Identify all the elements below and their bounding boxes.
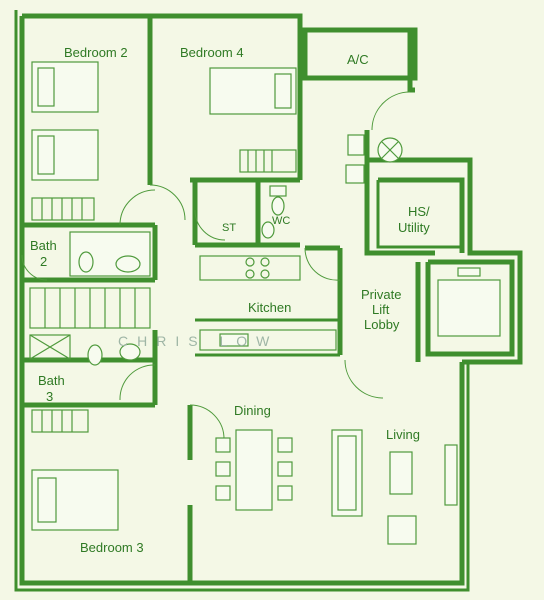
label-bath2-line1: Bath bbox=[30, 238, 57, 253]
label-ac: A/C bbox=[347, 52, 369, 67]
label-living: Living bbox=[386, 427, 420, 442]
label-bedroom-3: Bedroom 3 bbox=[80, 540, 144, 555]
bedroom4-bed bbox=[209, 67, 297, 173]
label-wc: WC bbox=[272, 215, 290, 227]
label-bath3-line2: 3 bbox=[46, 389, 53, 404]
wc-fixtures bbox=[261, 185, 287, 239]
label-bedroom-4: Bedroom 4 bbox=[180, 45, 244, 60]
label-bath2-line2: 2 bbox=[40, 254, 47, 269]
label-bath3-line1: Bath bbox=[38, 373, 65, 388]
label-bedroom-2: Bedroom 2 bbox=[64, 45, 128, 60]
label-private-lift-lobby-line3: Lobby bbox=[364, 317, 400, 332]
exterior-walls bbox=[14, 10, 523, 592]
kitchen-counters bbox=[199, 255, 337, 351]
label-st: ST bbox=[222, 222, 236, 234]
watermark: CHRIS LOW bbox=[118, 333, 278, 349]
label-hs-utility-line1: HS/ bbox=[408, 204, 430, 219]
bath2-fixtures bbox=[69, 231, 151, 277]
bedroom2-beds bbox=[31, 61, 99, 181]
label-dining: Dining bbox=[234, 403, 271, 418]
lift bbox=[437, 267, 501, 337]
wardrobe-bedroom2 bbox=[31, 197, 95, 221]
living-furniture bbox=[331, 429, 458, 545]
label-private-lift-lobby-line2: Lift bbox=[372, 302, 390, 317]
doors bbox=[21, 91, 411, 441]
label-private-lift-lobby-line1: Private bbox=[361, 287, 401, 302]
label-kitchen: Kitchen bbox=[248, 300, 291, 315]
dining-set bbox=[215, 429, 293, 511]
utility-fixtures bbox=[345, 134, 403, 184]
bath3-fixtures bbox=[29, 334, 141, 366]
stairs bbox=[29, 287, 151, 329]
bedroom3-bed bbox=[31, 409, 119, 531]
label-hs-utility-line2: Utility bbox=[398, 220, 430, 235]
